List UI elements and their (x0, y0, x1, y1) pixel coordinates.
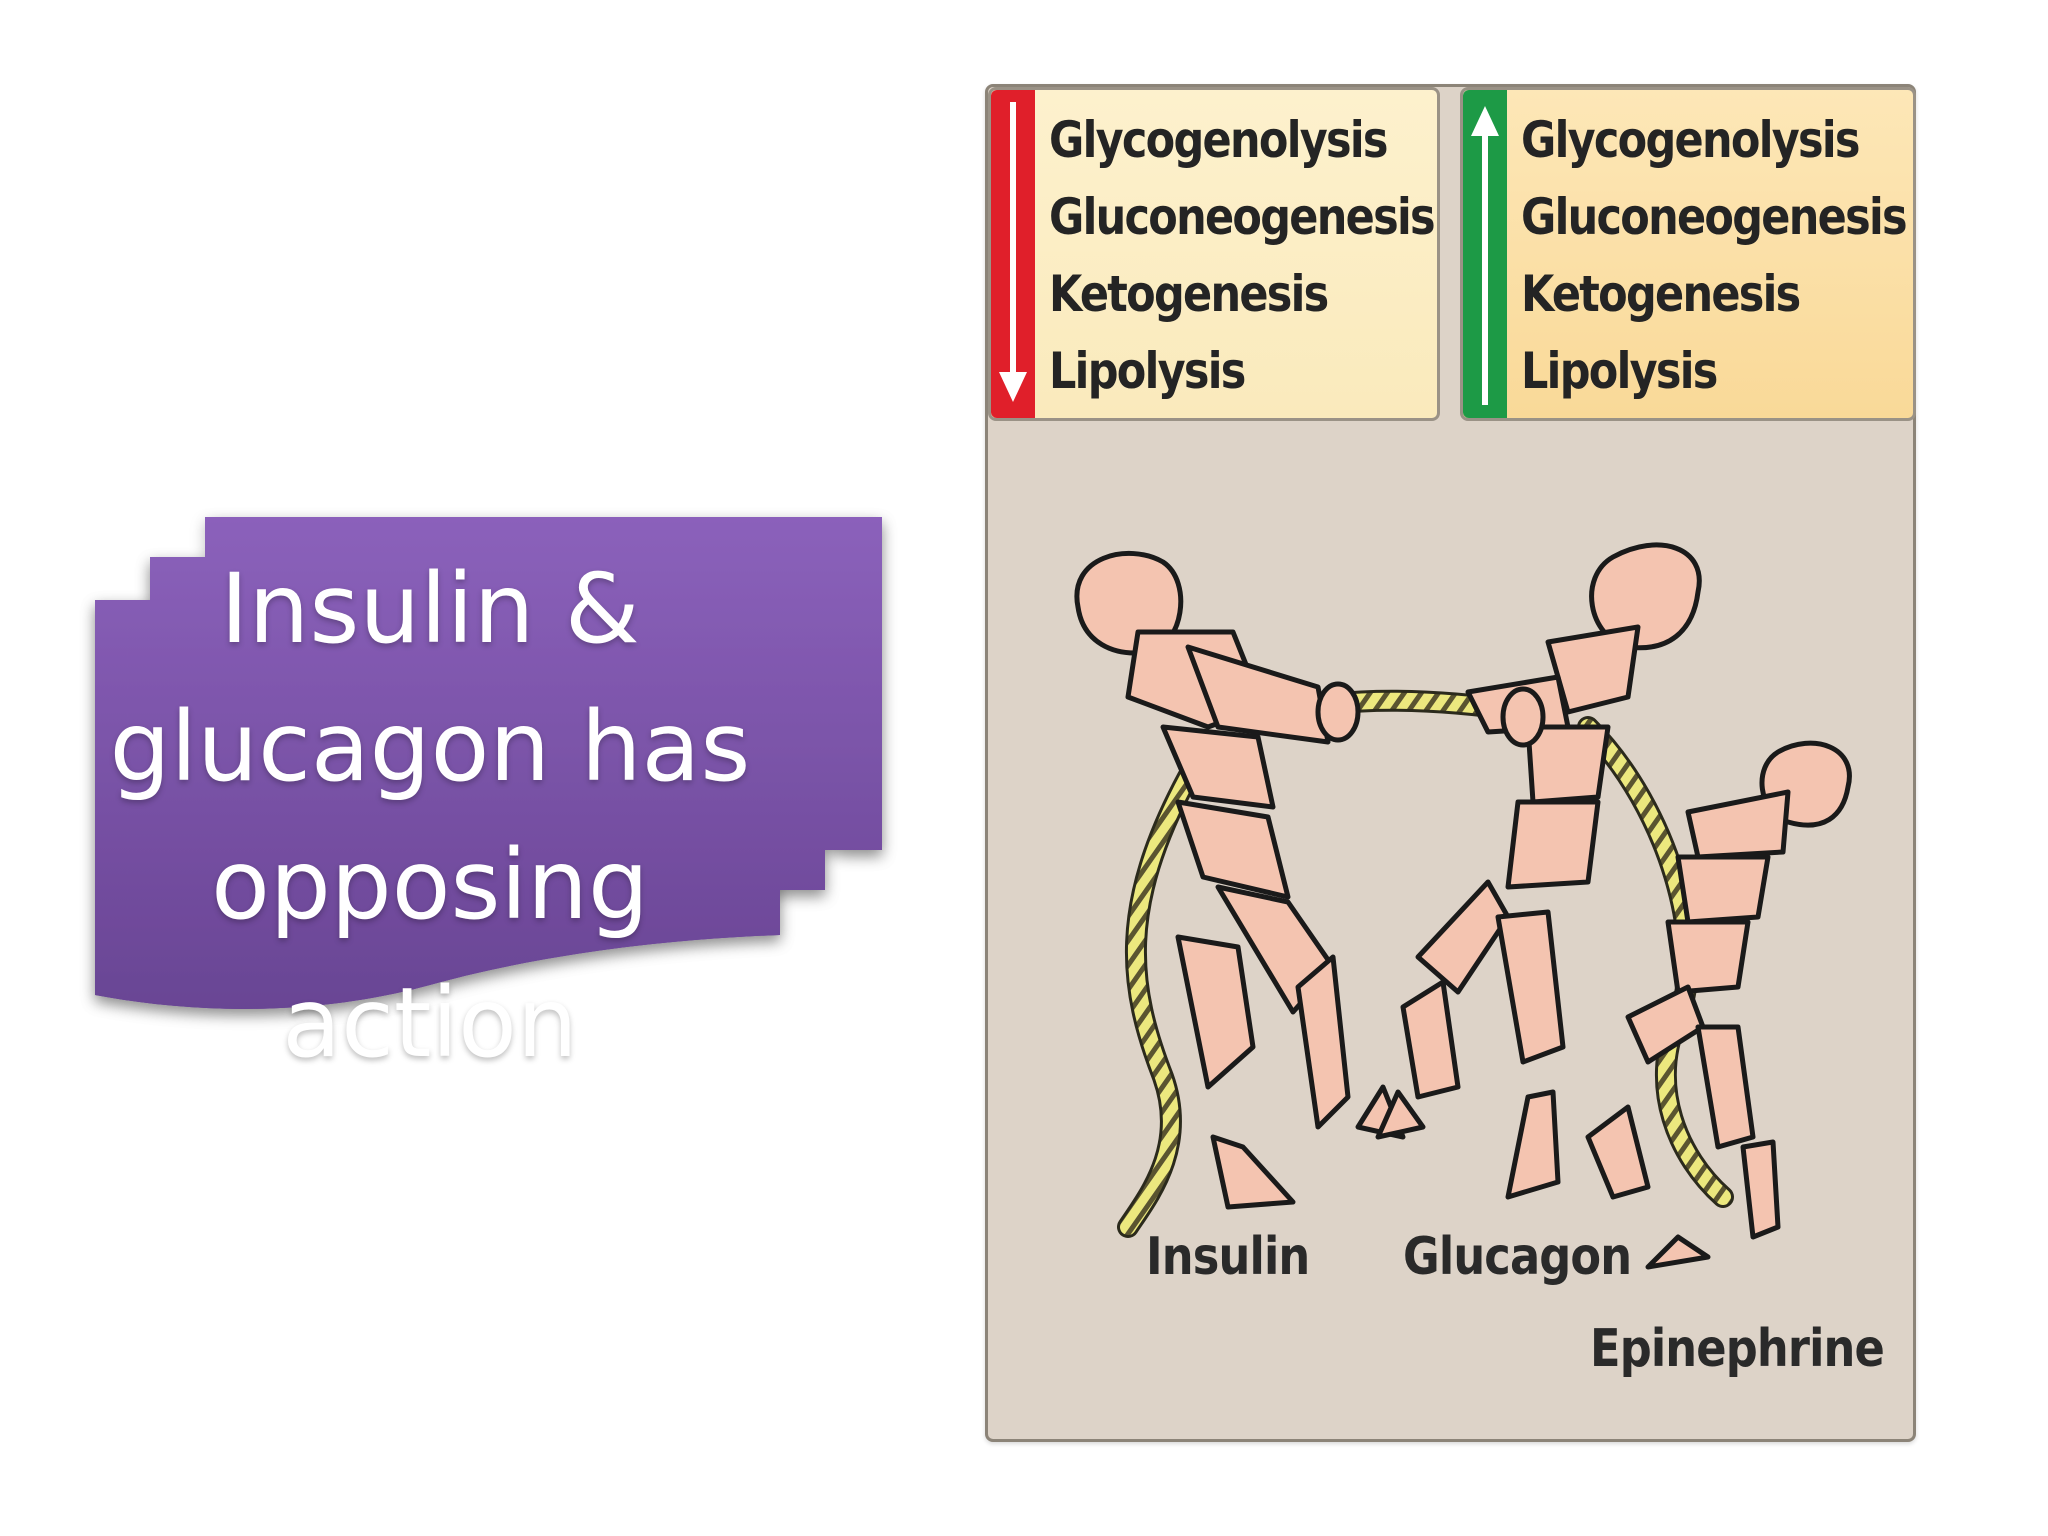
title-line-2: glucagon has (109, 691, 751, 803)
title-callout-shape (95, 517, 882, 1009)
glucagon-effects-panel: Glycogenolysis Gluconeogenesis Ketogenes… (1460, 87, 1916, 421)
process-item: Lipolysis (1049, 342, 1246, 400)
process-item: Lipolysis (1521, 342, 1718, 400)
glucagon-process-list: Glycogenolysis Gluconeogenesis Ketogenes… (1521, 102, 1908, 410)
insulin-figure (1074, 550, 1406, 1210)
insulin-process-list: Glycogenolysis Gluconeogenesis Ketogenes… (1049, 102, 1436, 410)
slide-title: Insulin & glucagon has opposing action (100, 540, 760, 1092)
process-item: Gluconeogenesis (1049, 188, 1436, 246)
insulin-label: Insulin (1146, 1227, 1310, 1287)
epinephrine-figure (1585, 740, 1852, 1270)
process-item: Ketogenesis (1049, 265, 1329, 323)
up-arrow-icon (1463, 90, 1507, 418)
epinephrine-label: Epinephrine (1590, 1319, 1885, 1379)
glucagon-label: Glucagon (1403, 1227, 1632, 1287)
title-line-3: opposing (211, 829, 649, 941)
title-line-1: Insulin & (220, 553, 640, 665)
process-item: Ketogenesis (1521, 265, 1801, 323)
down-arrow-icon (991, 90, 1035, 418)
insulin-effects-panel: Glycogenolysis Gluconeogenesis Ketogenes… (988, 87, 1440, 421)
process-item: Glycogenolysis (1049, 111, 1389, 169)
hormone-tug-of-war-figure: Glycogenolysis Gluconeogenesis Ketogenes… (985, 84, 1916, 1442)
process-item: Glycogenolysis (1521, 111, 1861, 169)
title-line-4: action (282, 967, 578, 1079)
process-item: Gluconeogenesis (1521, 188, 1908, 246)
tug-of-war-illustration (1074, 542, 1852, 1270)
glucagon-figure (1375, 542, 1702, 1200)
